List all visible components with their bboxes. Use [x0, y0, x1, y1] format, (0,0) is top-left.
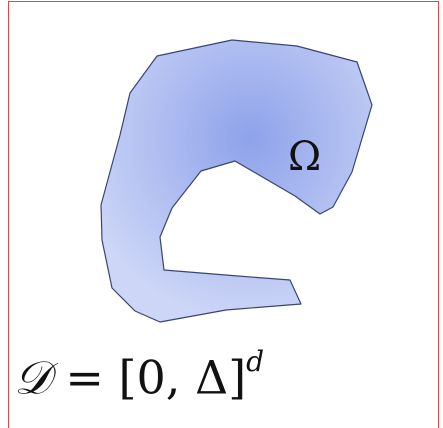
domain-border — [8, 1, 439, 428]
region-omega-shape — [100, 39, 373, 323]
domain-interval: [0, Δ] — [118, 350, 247, 405]
domain-formula: 𝒟 = [0, Δ]d — [14, 348, 264, 401]
domain-symbol: 𝒟 — [14, 350, 51, 405]
domain-exponent: d — [246, 345, 265, 378]
region-label: Ω — [288, 134, 321, 180]
equals-sign: = — [65, 350, 104, 405]
